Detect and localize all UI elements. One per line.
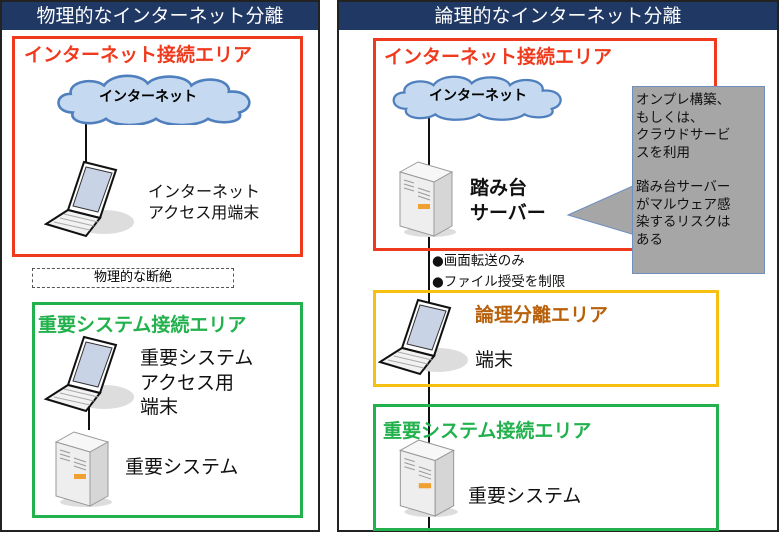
- terminal-label: インターネット アクセス用端末: [148, 182, 260, 224]
- callout-line: クラウドサービ: [636, 127, 731, 143]
- bullet-item: ●画面転送のみ: [432, 253, 525, 269]
- cloud-label: インターネット: [429, 88, 527, 104]
- bullet-item: ●ファイル授受を制限: [432, 274, 566, 290]
- callout-note: オンプレ構築、 もしくは、 クラウドサービ スを利用 踏み台サーバー がマルウェ…: [632, 86, 765, 274]
- callout-line: がマルウェア感: [636, 196, 731, 213]
- label-line: アクセス用端末: [148, 202, 260, 222]
- callout-line: 踏み台サーバー: [636, 179, 731, 195]
- terminal-label: 重要システム アクセス用 端末: [140, 346, 253, 420]
- terminal-label: 端末: [475, 349, 514, 371]
- connection-line: [85, 118, 87, 168]
- area-title: インターネット接続エリア: [24, 44, 253, 66]
- critical-system-area: [32, 302, 303, 518]
- laptop-icon: [378, 298, 468, 378]
- internet-connection-area: [12, 36, 303, 257]
- label-line: 重要システム: [140, 347, 254, 369]
- callout-line: もしくは、: [636, 109, 704, 126]
- critical-system-area: [373, 404, 719, 531]
- callout-line: オンプレ構築、: [636, 92, 731, 108]
- area-title: インターネット接続エリア: [384, 46, 613, 68]
- restriction-list: ●画面転送のみ ●ファイル授受を制限: [432, 251, 565, 293]
- callout-line: 染するリスクは: [636, 214, 731, 230]
- server-label: 重要システム: [468, 485, 582, 507]
- callout-line: ある: [636, 231, 663, 248]
- label-line: アクセス用: [140, 371, 235, 394]
- label-line: 踏み台: [470, 177, 528, 199]
- server-icon: [396, 158, 456, 238]
- jump-server-label: 踏み台 サーバー: [470, 176, 546, 225]
- area-title: 論理分離エリア: [475, 304, 609, 326]
- area-title: 重要システム接続エリア: [38, 314, 247, 336]
- connection-line: [88, 400, 90, 430]
- server-icon: [396, 436, 458, 518]
- label-line: インターネット: [148, 182, 261, 201]
- cloud-label: インターネット: [99, 89, 197, 105]
- callout-pointer: [566, 184, 636, 236]
- panel-header: 物理的なインターネット分離: [2, 2, 318, 30]
- logical-separation-area: [373, 290, 719, 387]
- server-label: 重要システム: [125, 456, 239, 478]
- panel-header: 論理的なインターネット分離: [339, 2, 777, 30]
- callout-line: スを利用: [636, 144, 690, 161]
- laptop-icon: [44, 160, 134, 240]
- physical-break-label: 物理的な断絶: [32, 268, 234, 288]
- label-line: サーバー: [470, 201, 546, 224]
- laptop-icon: [44, 335, 134, 415]
- label-line: 端末: [140, 396, 179, 419]
- server-icon: [52, 428, 112, 508]
- area-title: 重要システム接続エリア: [383, 420, 592, 442]
